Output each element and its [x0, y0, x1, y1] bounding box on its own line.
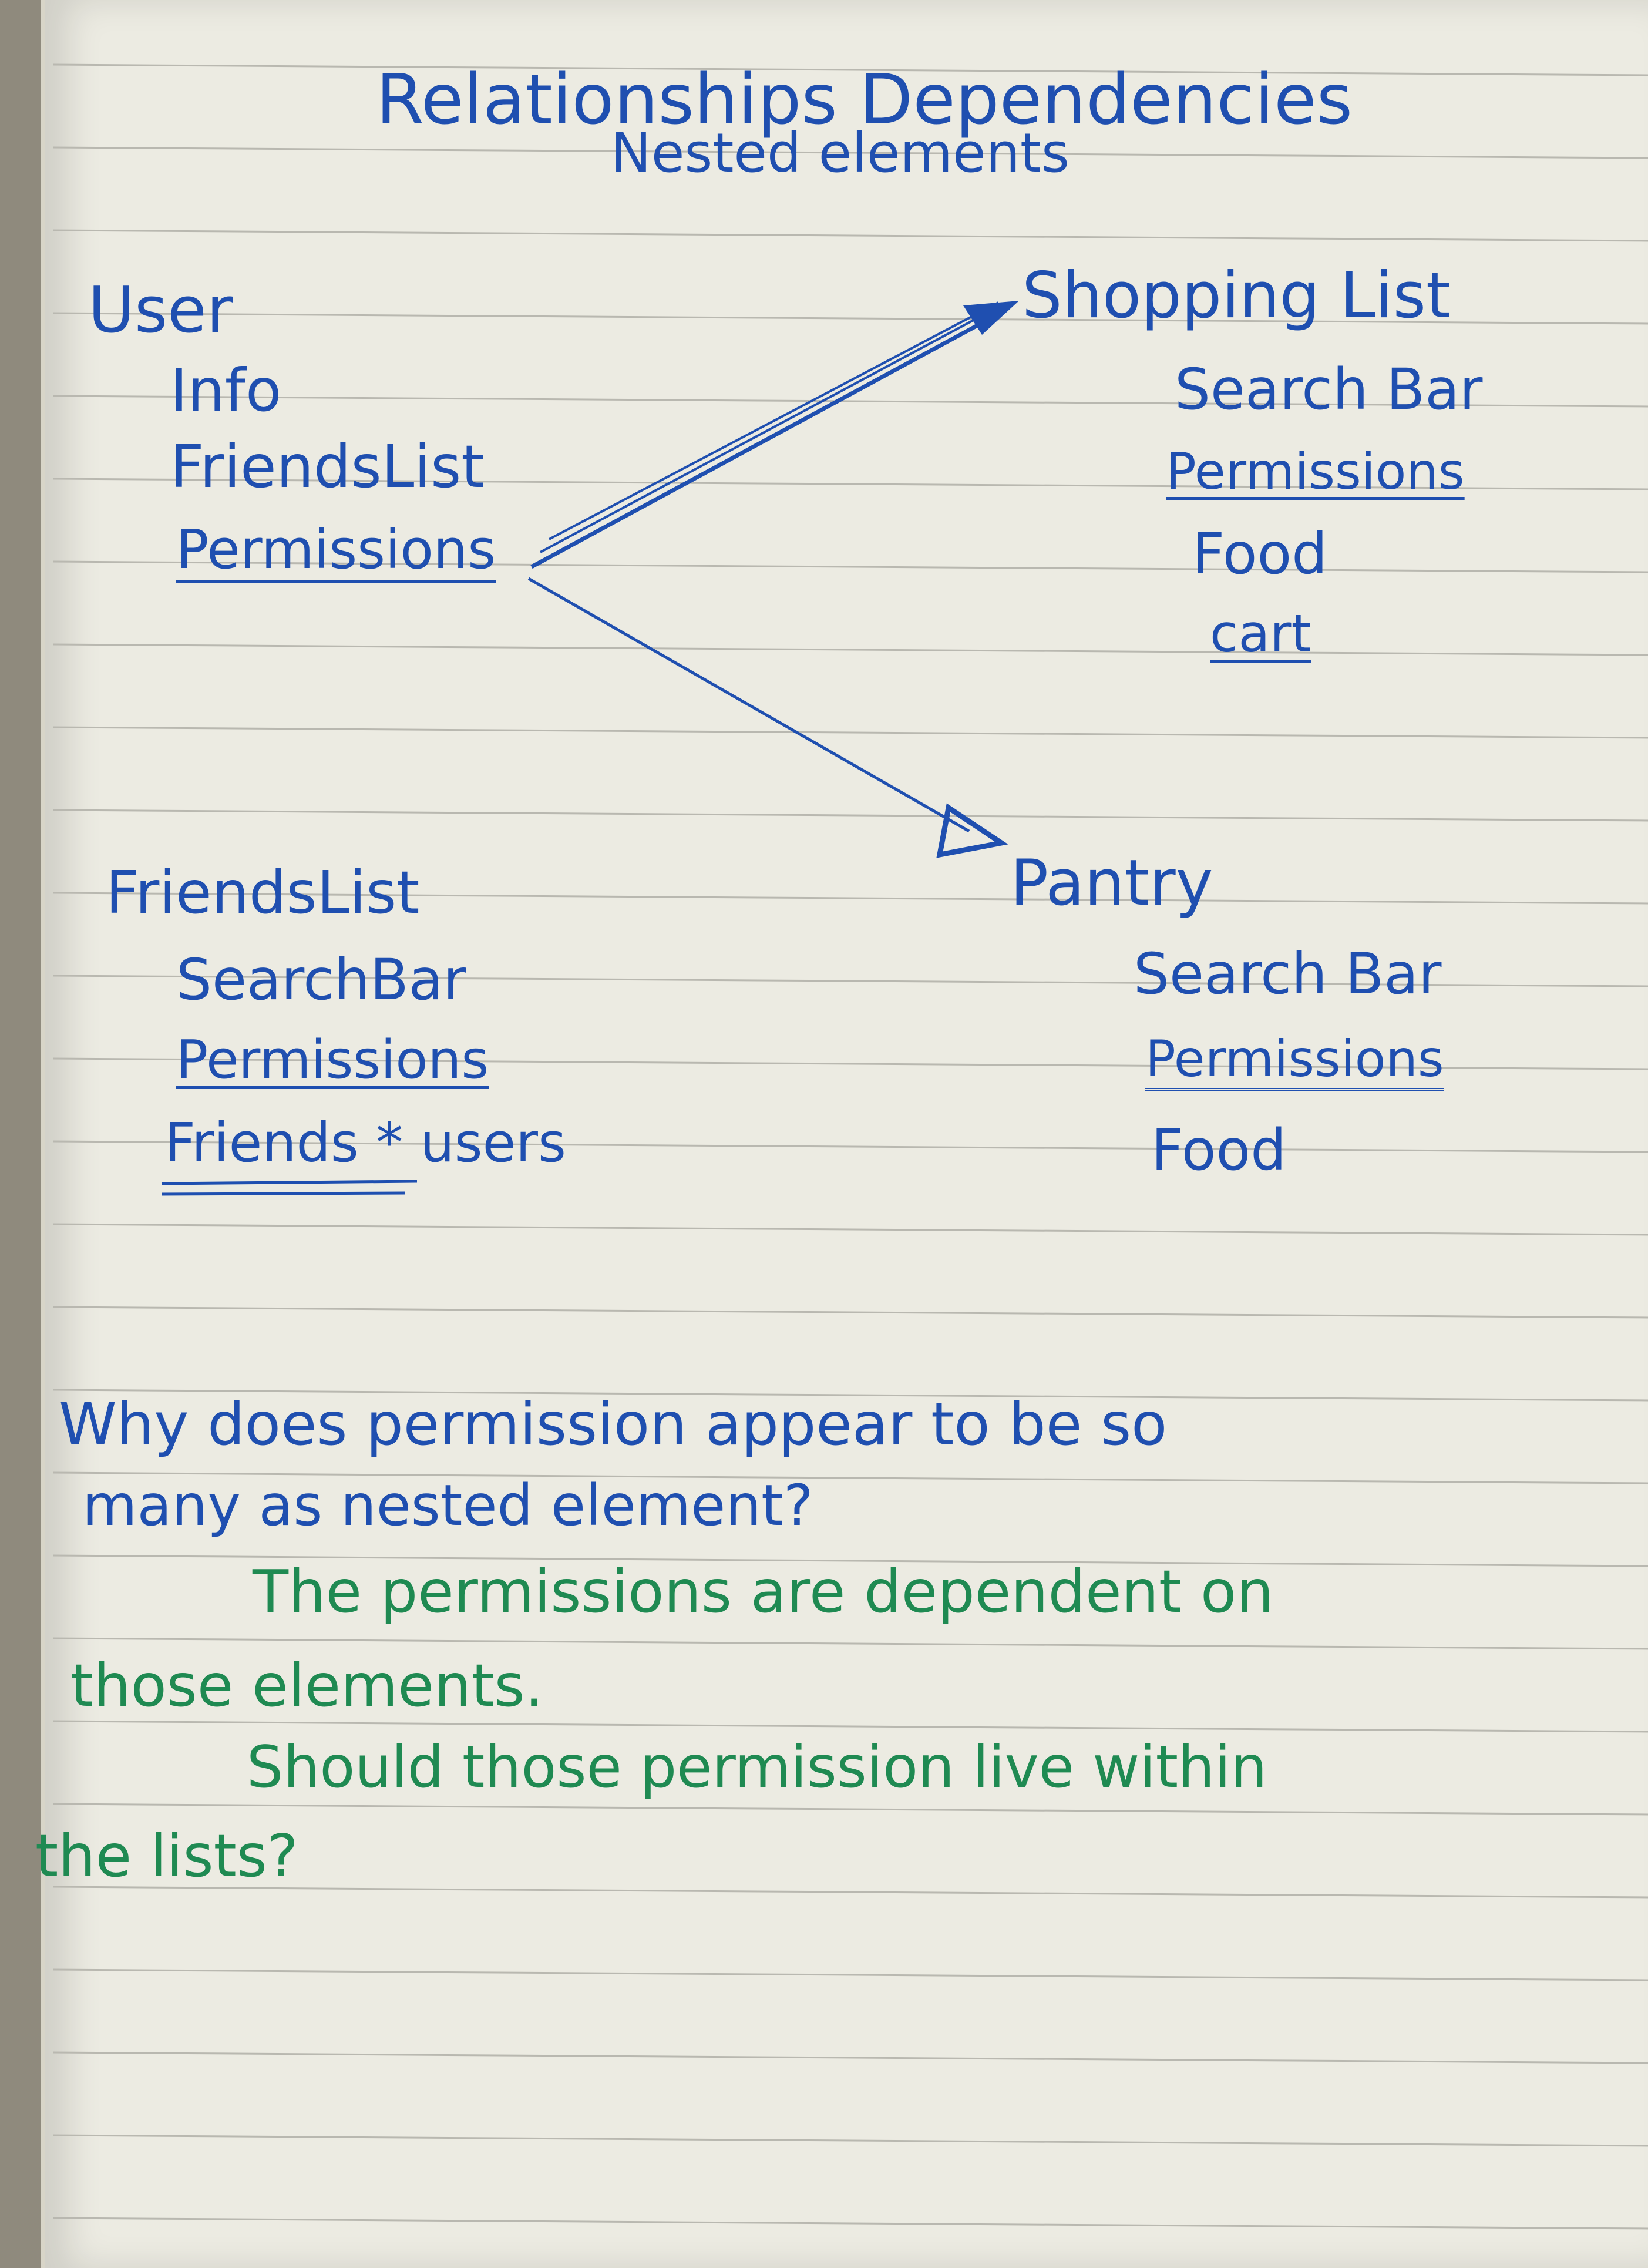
rule-line [52, 478, 1648, 490]
rule-line [52, 726, 1648, 739]
arrow-user-to-shopping-list [530, 301, 1019, 569]
user-item-info: Info [170, 356, 282, 425]
rule-line [52, 1803, 1648, 1816]
friends-double-underline [161, 1180, 418, 1196]
rule-line [52, 1057, 1648, 1070]
shopping-item-cart: cart [1210, 603, 1311, 664]
note-line-4: the lists? [35, 1822, 298, 1890]
user-item-permissions: Permissions [176, 523, 496, 583]
shopping-item-permissions: Permissions [1166, 442, 1465, 501]
note-line-3: Should those permission live within [247, 1734, 1267, 1801]
rule-line [52, 1306, 1648, 1319]
notebook-page [41, 0, 1648, 2268]
rule-line [52, 1223, 1648, 1236]
friendslist-item-searchbar: SearchBar [176, 947, 466, 1013]
arrow-user-to-pantry [527, 577, 1008, 858]
rule-line [52, 1554, 1648, 1567]
rule-line [52, 2217, 1648, 2230]
shopping-list-heading: Shopping List [1022, 259, 1451, 332]
user-heading: User [88, 274, 233, 347]
rule-line [52, 892, 1648, 905]
pantry-item-search-bar: Search Bar [1134, 941, 1442, 1007]
rule-line [52, 1968, 1648, 1981]
question-line-1: Why does permission appear to be so [59, 1390, 1168, 1459]
rule-line [52, 2051, 1648, 2064]
rule-line [52, 63, 1648, 76]
note-line-2: those elements. [70, 1651, 544, 1720]
title-line-2: Nested elements [611, 122, 1069, 184]
question-line-2: many as nested element? [82, 1473, 813, 1538]
note-line-1: The permissions are dependent on [253, 1557, 1274, 1626]
friendslist-heading: FriendsList [106, 858, 420, 927]
shopping-item-food: Food [1192, 521, 1328, 587]
rule-line [52, 809, 1648, 822]
rule-line [52, 1471, 1648, 1484]
rule-line [52, 1389, 1648, 1402]
pantry-item-permissions: Permissions [1145, 1034, 1444, 1091]
rule-line [52, 1637, 1648, 1650]
rule-line [52, 1720, 1648, 1733]
friendslist-item-friends-users: Friends * users [164, 1111, 566, 1174]
pantry-heading: Pantry [1010, 846, 1213, 920]
rule-line [52, 643, 1648, 656]
pantry-item-food: Food [1151, 1117, 1287, 1183]
rule-line [52, 229, 1648, 242]
rule-line [52, 395, 1648, 408]
rule-line [52, 1886, 1648, 1899]
user-item-friendslist: FriendsList [170, 432, 485, 501]
rule-line [52, 312, 1648, 325]
rule-line [52, 2134, 1648, 2147]
rule-line [52, 975, 1648, 987]
title-line-1: Relationships Dependencies [376, 59, 1353, 140]
rule-line [52, 1140, 1648, 1153]
shopping-item-search-bar: Search Bar [1175, 357, 1483, 422]
friendslist-item-permissions: Permissions [176, 1029, 489, 1091]
rule-line [52, 560, 1648, 573]
rule-line [52, 146, 1648, 159]
